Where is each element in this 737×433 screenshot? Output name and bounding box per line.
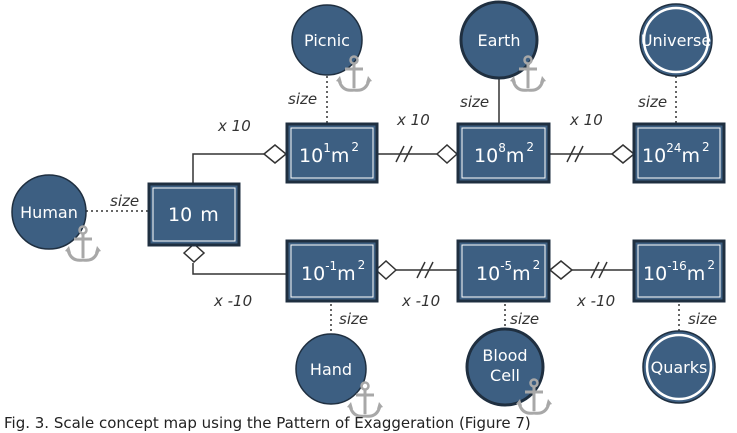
box-earth-sq: 2 (526, 140, 534, 154)
circle-universe-label: Universe (641, 31, 711, 50)
box-hand-sq: 2 (358, 258, 366, 272)
circle-earth-label: Earth (478, 31, 521, 50)
circle-quarks: Quarks (642, 330, 716, 404)
circle-blood-cell: Blood Cell (465, 327, 545, 407)
box-universe-unit: m (681, 145, 700, 167)
box-quarks-unit: m (687, 263, 706, 285)
circle-blood-label-2: Cell (490, 366, 520, 385)
multiplier-label: x -10 (576, 292, 615, 310)
box-picnic-sq: 2 (351, 140, 359, 154)
diamonds (182, 143, 636, 281)
svg-text:10-1m2: 10-1m2 (301, 258, 365, 285)
size-label: size (510, 310, 539, 328)
diamond-marker (548, 260, 574, 280)
box-picnic-exp: 1 (323, 141, 331, 155)
box-earth-unit: m (506, 145, 525, 167)
break-mark (395, 145, 413, 163)
box-blood-sq: 2 (533, 258, 541, 272)
break-mark (566, 145, 584, 163)
box-quarks-value: 10 (643, 263, 667, 285)
box-quarks-exp: -16 (667, 259, 687, 273)
connector-base-to-picnic-area (192, 153, 264, 185)
circle-picnic-label: Picnic (304, 31, 350, 50)
box-base-unit: m (200, 204, 219, 226)
size-links (86, 76, 680, 334)
break-mark (590, 261, 608, 279)
box-universe-value: 10 (642, 145, 666, 167)
circle-earth: Earth (459, 0, 539, 80)
size-label: size (339, 310, 368, 328)
diamond-marker (374, 259, 398, 281)
box-blood-value: 10 (476, 263, 500, 285)
multiplier-label: x 10 (217, 117, 251, 135)
diamond-marker (610, 144, 636, 164)
multiplier-label: x -10 (213, 292, 252, 310)
multiplier-label: x 10 (396, 111, 430, 129)
circle-universe: Universe (639, 3, 713, 77)
circle-blood-label-1: Blood (482, 346, 527, 365)
box-earth-value: 10 (474, 145, 498, 167)
multiplier-label: x -10 (401, 292, 440, 310)
size-label: size (460, 93, 489, 111)
diamond-marker (435, 143, 459, 165)
size-label: size (110, 192, 139, 210)
box-quarks-sq: 2 (707, 258, 715, 272)
multiplier-label: x 10 (569, 111, 603, 129)
circle-human: Human (11, 174, 87, 250)
break-mark (416, 261, 434, 279)
diamond-marker (182, 242, 206, 264)
circle-human-label: Human (20, 203, 78, 222)
svg-text:10-5m2: 10-5m2 (476, 258, 540, 285)
box-blood-exp: -5 (500, 259, 512, 273)
circle-picnic: Picnic (291, 4, 363, 76)
size-label: size (638, 93, 667, 111)
figure-caption: Fig. 3. Scale concept map using the Patt… (4, 414, 531, 432)
box-universe-exp: 24 (666, 141, 681, 155)
connectors (192, 145, 636, 279)
box-base-value: 10 (168, 204, 192, 226)
box-earth-exp: 8 (498, 141, 506, 155)
box-picnic-unit: m (331, 145, 350, 167)
box-base: 10 m (147, 182, 241, 247)
box-blood-unit: m (512, 263, 531, 285)
box-hand-exp: -1 (325, 259, 337, 273)
box-universe-sq: 2 (702, 140, 710, 154)
size-label: size (688, 310, 717, 328)
size-label: size (288, 90, 317, 108)
box-picnic-value: 10 (299, 145, 323, 167)
box-hand-unit: m (337, 263, 356, 285)
svg-text:10m: 10 m (168, 204, 219, 226)
box-hand-value: 10 (301, 263, 325, 285)
circle-quarks-label: Quarks (651, 358, 708, 377)
circle-hand: Hand (295, 333, 367, 405)
connector-base-to-hand-area (192, 263, 287, 275)
circle-hand-label: Hand (310, 360, 352, 379)
diamond-marker (262, 144, 288, 164)
